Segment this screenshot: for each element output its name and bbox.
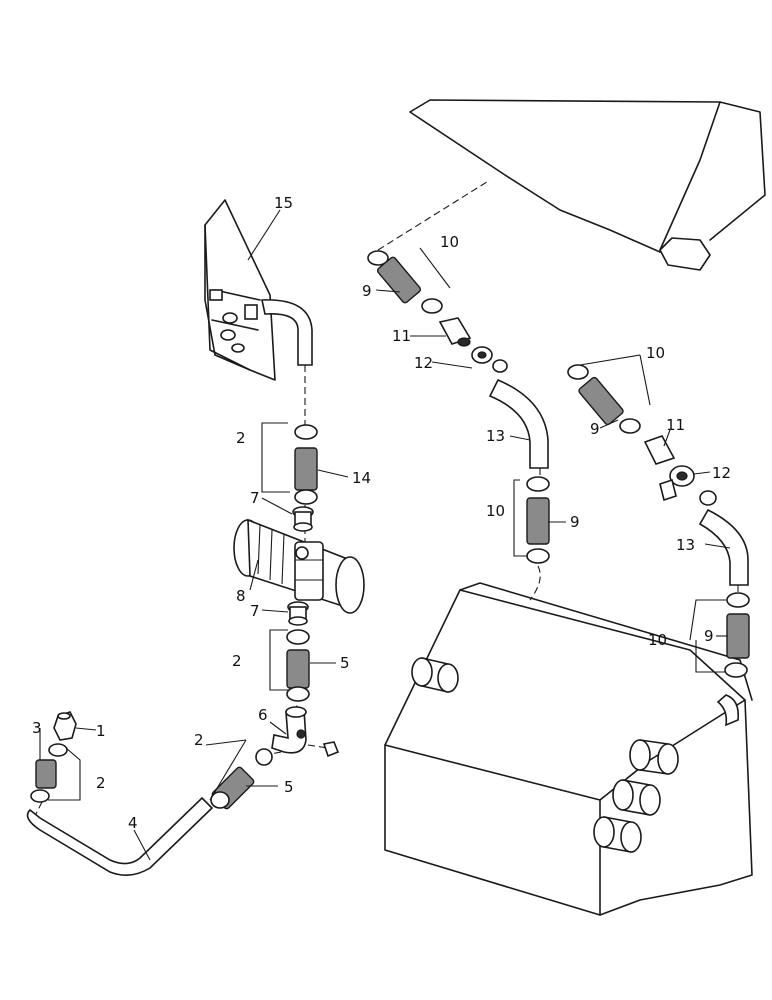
upper-chain-connector — [377, 179, 491, 251]
callout-9-a: 9 — [362, 282, 372, 300]
fitting-1 — [53, 711, 77, 741]
callout-10-b: 10 — [486, 502, 505, 520]
clamp-10-d-bottom — [724, 662, 748, 678]
filter-5-upper — [286, 649, 310, 689]
filter-9-b — [526, 497, 550, 545]
tank-port-3 — [593, 816, 642, 853]
fuel-tank — [384, 582, 753, 916]
callout-14: 14 — [352, 469, 371, 487]
callout-4: 4 — [128, 814, 138, 832]
callout-11-b: 11 — [666, 416, 685, 434]
callout-9-d: 9 — [704, 627, 714, 645]
callout-2-left: 2 — [96, 774, 106, 792]
clamp-10-a-top — [367, 250, 389, 266]
tee-fitting-6 — [271, 706, 340, 758]
callout-2-mid: 2 — [232, 652, 242, 670]
tank-port-left — [411, 657, 459, 693]
callout-5-lower: 5 — [284, 778, 294, 796]
clamp-2-elbow — [255, 748, 273, 766]
reservoir-cap — [209, 289, 223, 301]
clamp-2-lower — [294, 489, 318, 505]
clamp-2-hose — [210, 791, 230, 809]
reservoir-15 — [204, 199, 313, 381]
clamp-10-d-top — [726, 592, 750, 608]
reservoir-outlet-hose — [261, 299, 313, 366]
clamp-2-small — [48, 743, 68, 757]
clamp-2-top — [294, 424, 318, 440]
clamp-10-b-bottom — [526, 548, 550, 564]
callout-8: 8 — [236, 587, 246, 605]
callout-6: 6 — [258, 706, 268, 724]
clamp-10-a-bottom — [421, 298, 443, 314]
callout-12-b: 12 — [712, 464, 731, 482]
filter-housing-8 — [233, 518, 365, 614]
filter-9-d — [726, 613, 750, 659]
callout-13-a: 13 — [486, 427, 505, 445]
clamp-10-c-top — [567, 364, 589, 380]
hose-4 — [26, 796, 214, 876]
callout-10-a: 10 — [440, 233, 459, 251]
upper-right-far-chain — [567, 364, 750, 727]
tank-return-stub — [716, 694, 740, 727]
clamp-10-c-bottom — [619, 418, 641, 434]
tank-port-2 — [612, 779, 661, 816]
callout-12-a: 12 — [414, 354, 433, 372]
engine-body — [409, 99, 766, 271]
tank-port-1 — [629, 739, 679, 775]
callout-9-b: 9 — [570, 513, 580, 531]
pipe-to-tank-a — [529, 565, 541, 601]
callout-2-elbow: 2 — [194, 731, 204, 749]
leader-lines — [39, 209, 731, 861]
clamp-2-small-lower — [30, 789, 50, 803]
filter-3 — [35, 759, 57, 789]
fitting-11-b — [643, 435, 676, 465]
callout-3: 3 — [32, 719, 42, 737]
callout-9-c: 9 — [590, 420, 600, 438]
fitting-7-bottom — [287, 601, 309, 626]
callout-13-b: 13 — [676, 536, 695, 554]
banjo-12-b — [659, 465, 717, 506]
fitting-11-a — [438, 317, 472, 347]
filter-9-a — [376, 256, 422, 304]
banjo-12-a — [471, 346, 508, 373]
callout-5-upper: 5 — [340, 654, 350, 672]
filter-14 — [294, 447, 318, 491]
pipe-13-b — [698, 508, 749, 586]
callout-7-bottom: 7 — [250, 602, 260, 620]
callout-10-c: 10 — [646, 344, 665, 362]
bleed-screw — [322, 741, 340, 758]
callout-1: 1 — [96, 722, 106, 740]
callout-15: 15 — [274, 194, 293, 212]
fitting-7-top — [292, 506, 314, 532]
clamp-10-b-top — [526, 476, 550, 492]
callout-7-top: 7 — [250, 489, 260, 507]
clamp-2-mid-lower — [286, 686, 310, 702]
callout-2-top: 2 — [236, 429, 246, 447]
filter-9-c — [578, 376, 624, 426]
callout-labels: 1 2 2 2 2 3 4 5 5 6 7 7 8 9 9 9 9 10 10 … — [32, 194, 731, 832]
callout-11-a: 11 — [392, 327, 411, 345]
pipe-13-a — [488, 378, 549, 469]
callout-10-d: 10 — [648, 631, 667, 649]
clamp-2-mid — [286, 629, 310, 645]
